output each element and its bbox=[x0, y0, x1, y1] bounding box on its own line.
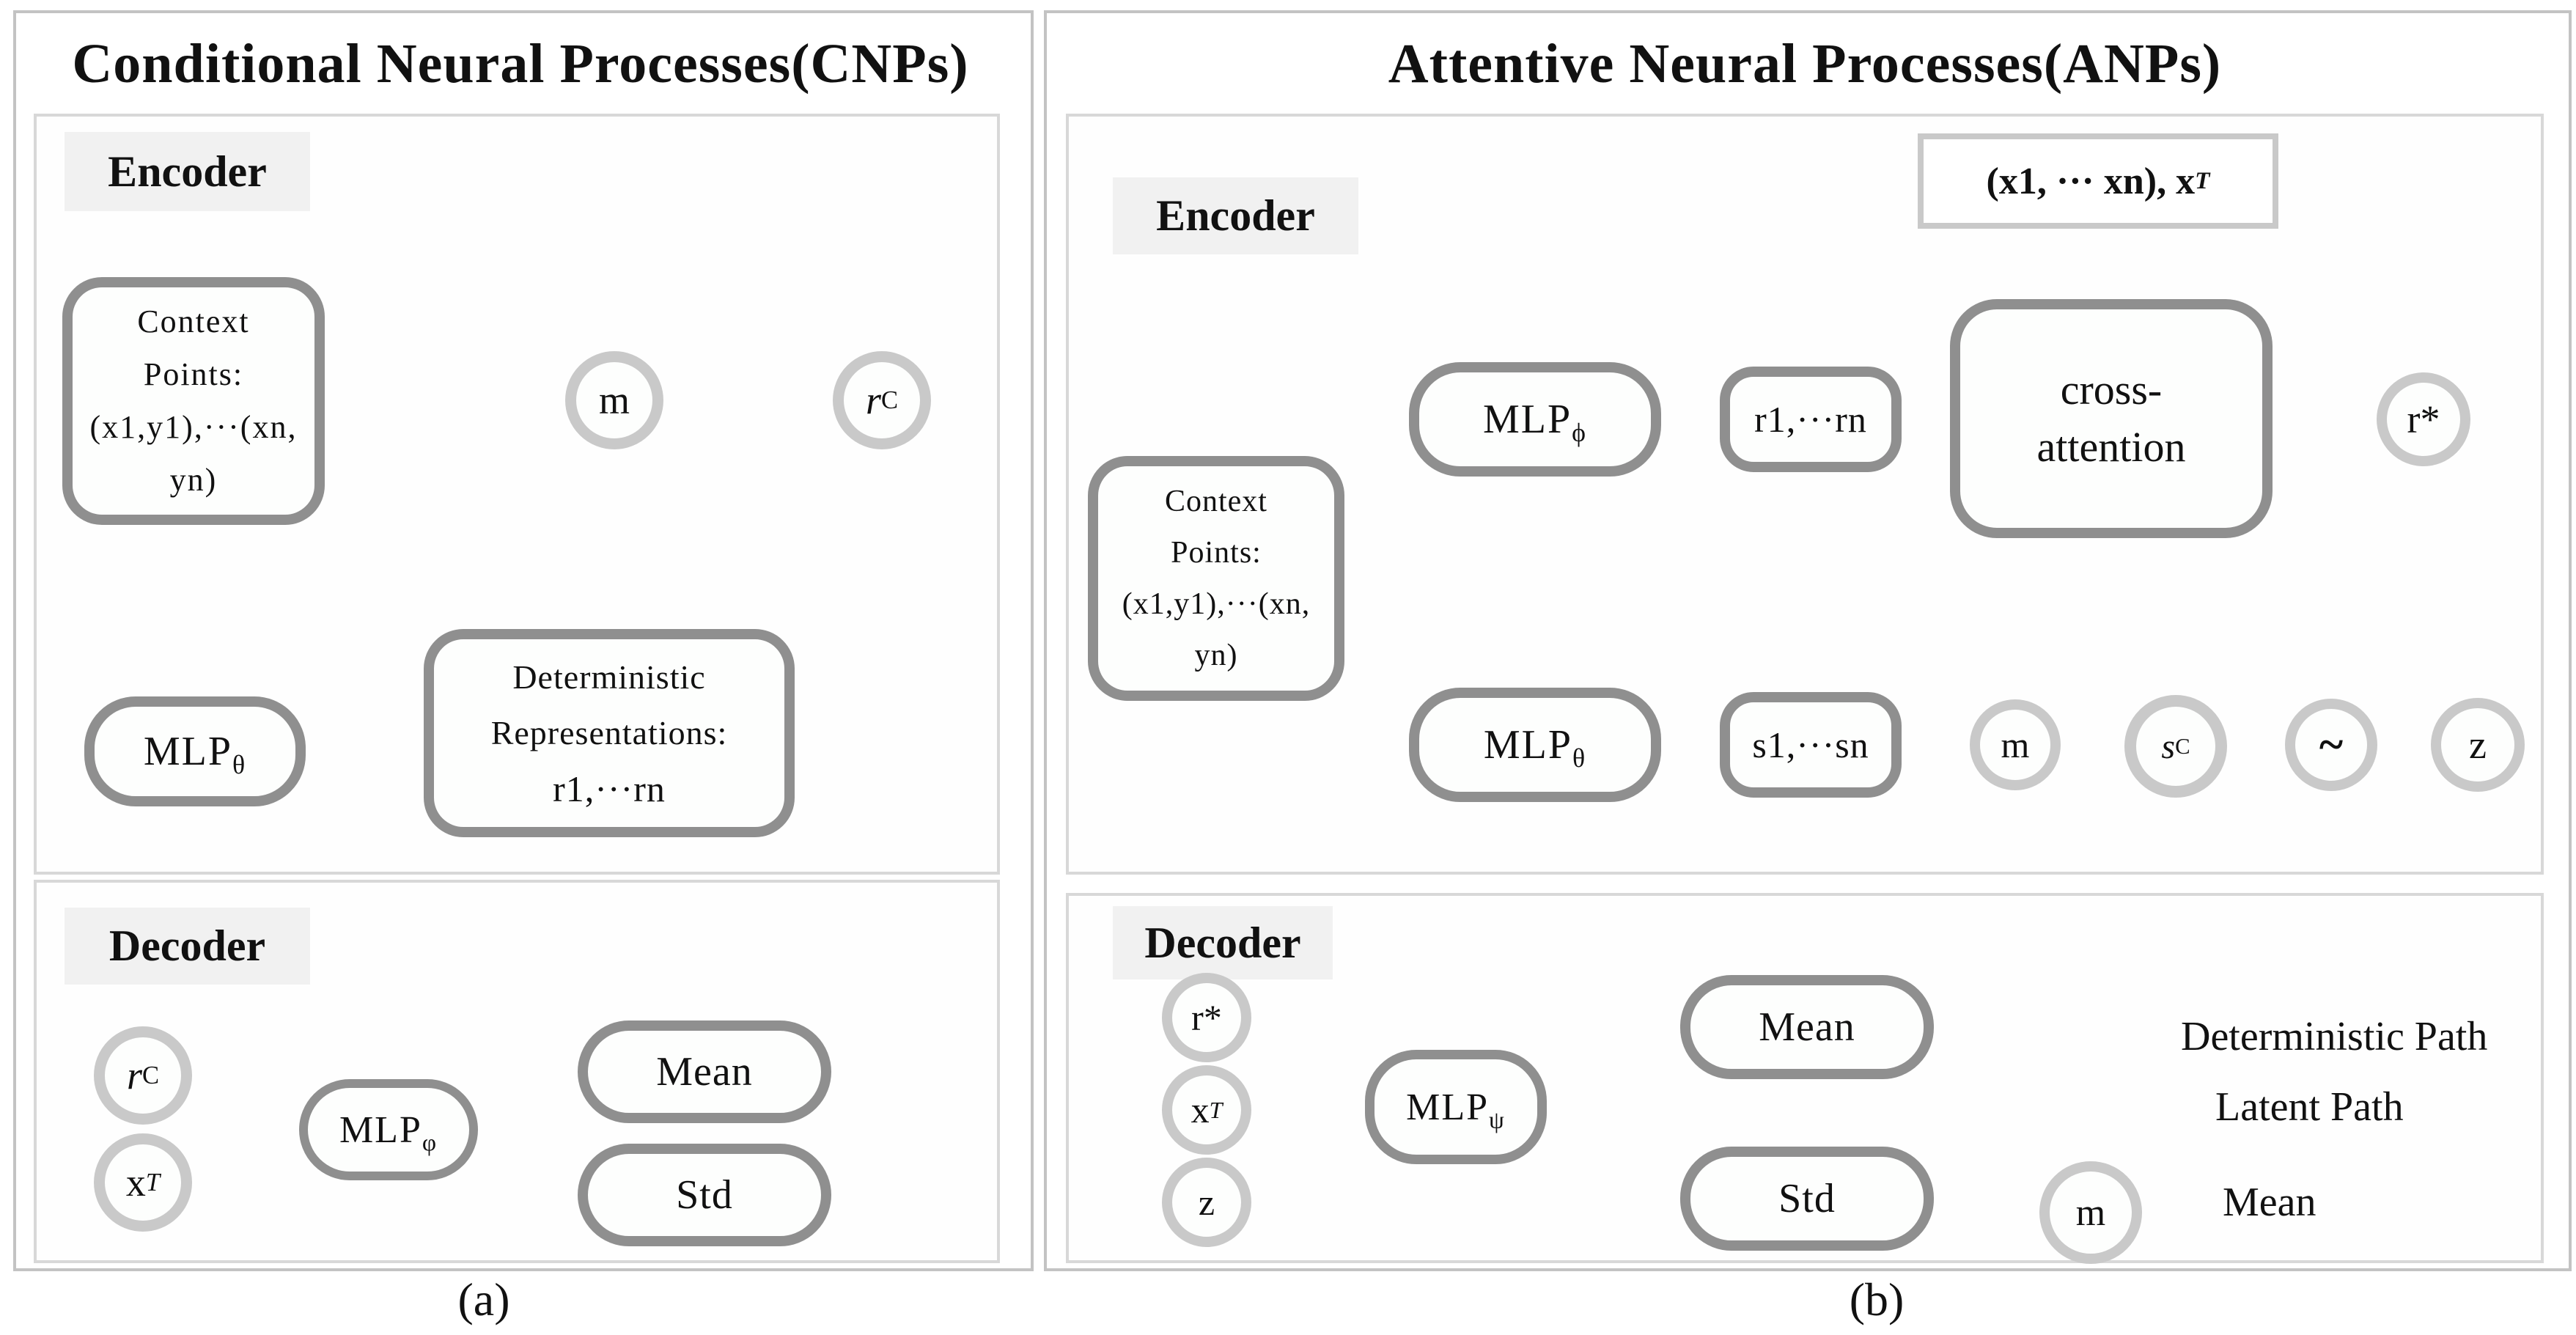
context-points-box-anp: Context Points: (x1,y1),···(xn, yn) bbox=[1088, 456, 1344, 701]
mlp-subscript: θ bbox=[232, 750, 247, 780]
z-decoder-label: z bbox=[1198, 1182, 1215, 1223]
cnp-encoder-label: Encoder bbox=[65, 132, 310, 211]
cross-attention-line: attention bbox=[2036, 423, 2186, 471]
det-line: Deterministic bbox=[512, 658, 706, 696]
std-label: Std bbox=[1778, 1176, 1836, 1221]
mlp-theta-node: MLPθ bbox=[84, 696, 306, 806]
sc-node-label: s bbox=[2161, 727, 2176, 766]
mlp-phi-node-anp: MLPϕ bbox=[1409, 362, 1661, 477]
r-star-node: r* bbox=[2377, 372, 2470, 466]
rc-node-label: r bbox=[865, 378, 881, 422]
context-line: (x1,y1),···(xn, bbox=[89, 409, 298, 445]
legend-mean-symbol: m bbox=[2075, 1191, 2106, 1234]
mlp-subscript: θ bbox=[1572, 743, 1587, 773]
mean-box-anp: Mean bbox=[1680, 975, 1934, 1079]
anp-encoder-label: Encoder bbox=[1113, 177, 1358, 254]
caption-a: (a) bbox=[457, 1273, 510, 1325]
std-box: Std bbox=[578, 1144, 831, 1246]
context-line: yn) bbox=[1194, 639, 1238, 672]
mean-label: Mean bbox=[1759, 1004, 1855, 1050]
mean-box: Mean bbox=[578, 1020, 831, 1123]
context-line: Points: bbox=[143, 356, 244, 392]
mlp-phi-node: MLPφ bbox=[299, 1079, 478, 1180]
m-node: m bbox=[565, 351, 663, 449]
mean-label: Mean bbox=[656, 1049, 753, 1095]
r1-rn-box: r1,···rn bbox=[1720, 367, 1902, 472]
tilde-label: ~ bbox=[2319, 719, 2344, 770]
r-star-node-decoder: r* bbox=[1162, 973, 1251, 1062]
det-line: Representations: bbox=[490, 714, 728, 751]
anp-title: Attentive Neural Processes(ANPs) bbox=[1388, 33, 2222, 95]
mlp-label: MLP bbox=[339, 1108, 422, 1151]
r1-rn-label: r1,···rn bbox=[1754, 399, 1867, 440]
m-node-label: m bbox=[598, 378, 630, 422]
std-box-anp: Std bbox=[1680, 1147, 1934, 1251]
anp-decoder-label: Decoder bbox=[1113, 906, 1333, 979]
mlp-label: MLP bbox=[1483, 722, 1572, 768]
mlp-label: MLP bbox=[143, 729, 232, 774]
mlp-label: MLP bbox=[1482, 397, 1572, 442]
mlp-subscript: ψ bbox=[1489, 1106, 1506, 1133]
cross-attention-box: cross- attention bbox=[1950, 299, 2273, 538]
r-star-decoder-label: r* bbox=[1191, 997, 1222, 1038]
mlp-label: MLP bbox=[1406, 1086, 1490, 1128]
z-node-label: z bbox=[2469, 723, 2487, 767]
context-points-box: Context Points: (x1,y1),···(xn, yn) bbox=[62, 277, 325, 525]
rc-decoder-label: r bbox=[126, 1053, 142, 1097]
context-line: (x1,y1),···(xn, bbox=[1122, 587, 1311, 621]
context-line: Points: bbox=[1171, 536, 1262, 570]
mlp-subscript: φ bbox=[422, 1128, 438, 1156]
m-node-anp: m bbox=[1970, 699, 2061, 790]
context-line: yn) bbox=[169, 462, 218, 498]
s1-sn-label: s1,···sn bbox=[1752, 724, 1869, 765]
legend-deterministic-label: Deterministic Path bbox=[2181, 1014, 2488, 1059]
input-box-label: (x1, ··· xn), x bbox=[1986, 160, 2196, 202]
xt-node-label: x bbox=[125, 1161, 146, 1205]
mlp-theta-node-anp: MLPθ bbox=[1409, 688, 1661, 802]
mlp-subscript: ϕ bbox=[1572, 418, 1587, 448]
cross-attention-line: cross- bbox=[2060, 366, 2163, 413]
r-star-label: r* bbox=[2407, 397, 2440, 441]
det-line: r1,···rn bbox=[553, 768, 666, 809]
z-node-decoder: z bbox=[1162, 1158, 1251, 1247]
context-line: Context bbox=[1164, 485, 1267, 518]
s1-sn-box: s1,···sn bbox=[1720, 692, 1902, 798]
legend-mean-circle: m bbox=[2039, 1161, 2142, 1264]
xt-decoder-label: x bbox=[1191, 1089, 1210, 1130]
legend-latent-label: Latent Path bbox=[2215, 1084, 2404, 1130]
mlp-psi-node: MLPψ bbox=[1365, 1050, 1547, 1164]
tilde-node: ~ bbox=[2285, 699, 2377, 791]
legend-mean-label: Mean bbox=[2223, 1180, 2316, 1225]
deterministic-representations-box: Deterministic Representations: r1,···rn bbox=[424, 629, 795, 837]
context-line: Context bbox=[137, 304, 250, 339]
std-label: Std bbox=[676, 1172, 733, 1218]
cnp-title: Conditional Neural Processes(CNPs) bbox=[72, 33, 969, 95]
z-node: z bbox=[2431, 698, 2525, 792]
m-node-label: m bbox=[2001, 724, 2030, 765]
caption-b: (b) bbox=[1849, 1273, 1905, 1325]
cnp-decoder-label: Decoder bbox=[65, 908, 310, 985]
